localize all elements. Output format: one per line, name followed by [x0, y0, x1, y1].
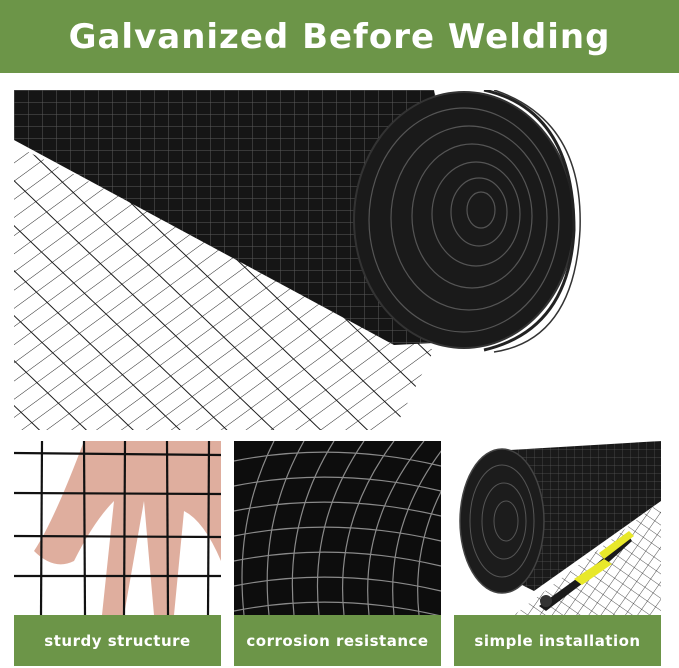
mesh-roll-illustration: [14, 90, 581, 430]
caption-corrosion-resistance: corrosion resistance: [234, 615, 441, 666]
feature-panel-simple-installation: simple installation: [454, 441, 661, 666]
mesh-closeup-image: [234, 441, 441, 615]
roll-with-cutter-image: [454, 441, 661, 615]
hero-image-mesh-roll: [14, 90, 584, 430]
hand-behind-mesh-illustration: [14, 441, 221, 615]
header-title: Galvanized Before Welding: [68, 16, 611, 57]
caption-sturdy-structure: sturdy structure: [14, 615, 221, 666]
hand-mesh-image: [14, 441, 221, 615]
caption-simple-installation: simple installation: [454, 615, 661, 666]
header-banner: Galvanized Before Welding: [0, 0, 679, 73]
feature-panel-sturdy-structure: sturdy structure: [14, 441, 221, 666]
bolt-cutter-icon: [539, 531, 634, 611]
mesh-closeup-illustration: [234, 441, 441, 615]
roll-with-bolt-cutter-illustration: [454, 441, 661, 615]
feature-panel-corrosion-resistance: corrosion resistance: [234, 441, 441, 666]
